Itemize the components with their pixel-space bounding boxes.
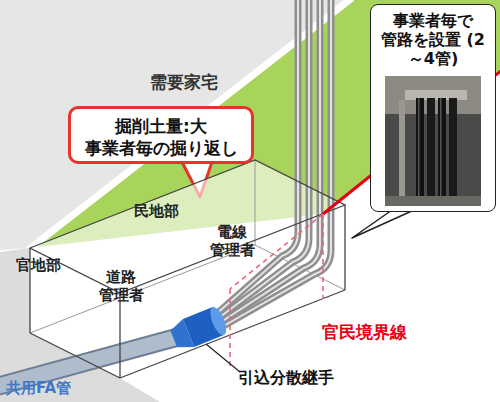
pipe-label: 共用FA管 — [6, 379, 106, 397]
node-text: 掘削土量:大 事業者毎の掘り返し — [77, 115, 245, 159]
photo-callout-box: 事業者毎で 管路を設置 (2～4管) — [370, 4, 496, 212]
photo-post — [399, 100, 405, 200]
branch-joint — [168, 305, 229, 353]
trench-rim — [30, 160, 345, 293]
area-label: 官地部 — [16, 256, 86, 274]
manager-label: 電線 管理者 — [203, 223, 261, 259]
trench-edge — [30, 333, 120, 378]
photo-pipe-shine — [418, 98, 420, 198]
node-text: 事業者毎で 管路を設置 (2～4管) — [375, 11, 491, 68]
conduit-photo — [385, 76, 481, 206]
photo-pipe — [438, 98, 446, 198]
photo-pipe — [416, 98, 424, 198]
photo-bracket — [405, 90, 467, 100]
trench-edge — [120, 290, 345, 378]
manager-label: 道路 管理者 — [92, 268, 150, 304]
photo-pipe — [449, 98, 457, 198]
photo-pipe-shine — [440, 98, 442, 198]
boundary-dash — [229, 289, 231, 370]
area-label: 民地部 — [134, 202, 204, 220]
photo-pipe — [427, 98, 435, 198]
photo-frame — [385, 76, 481, 206]
photo-ground — [385, 196, 481, 206]
pipe — [220, 0, 331, 328]
part-label: 引込分散継手 — [238, 368, 368, 387]
joint-end — [207, 305, 229, 337]
photo-wall — [385, 76, 481, 114]
callout-box: 掘削土量:大 事業者毎の掘り返し — [68, 106, 254, 164]
boundary-label: 官民境界線 — [322, 322, 432, 342]
callout-tail — [352, 210, 414, 238]
boundary-dash — [322, 214, 324, 299]
leader-line — [206, 344, 240, 372]
pipe-highlight — [220, 0, 331, 328]
trench-edges — [30, 160, 345, 378]
trench-edge — [119, 293, 120, 378]
service-pipes — [214, 0, 331, 328]
area-label: 需要家宅 — [150, 72, 240, 92]
trench-edge — [255, 160, 256, 245]
trench-edge — [344, 205, 345, 290]
